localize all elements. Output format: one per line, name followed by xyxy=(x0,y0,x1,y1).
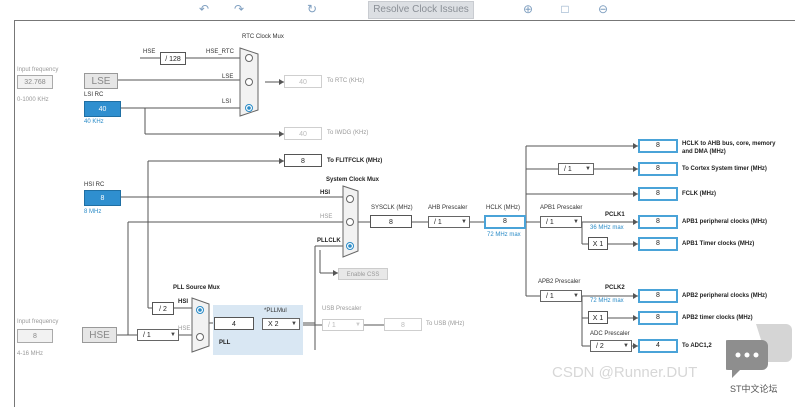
hclk-max: 72 MHz max xyxy=(487,232,521,238)
apb2-max: 72 MHz max xyxy=(590,298,624,304)
sysclk-label: SYSCLK (MHz) xyxy=(371,205,413,211)
resolve-clock-issues-button[interactable]: Resolve Clock Issues xyxy=(368,1,474,19)
usb-prescaler-label: USB Prescaler xyxy=(322,306,362,312)
apb1-max: 36 MHz max xyxy=(590,225,624,231)
usb-output-label: To USB (MHz) xyxy=(426,321,465,327)
cortex-timer-divider-select[interactable]: / 1▼ xyxy=(558,163,594,175)
pll-area xyxy=(213,305,303,355)
apb2-prescaler-select[interactable]: / 1▼ xyxy=(540,290,582,302)
rtc-hse-label: HSE xyxy=(143,49,156,55)
hclk-ahb-output-label: HCLK to AHB bus, core, memory and DMA (M… xyxy=(682,141,776,155)
redo-icon[interactable]: ↷ xyxy=(233,2,245,16)
iwdg-value[interactable]: 40 xyxy=(284,127,322,140)
hsi-unit: 8 MHz xyxy=(84,209,102,215)
hclk-ahb-output[interactable]: 8 xyxy=(638,139,678,153)
apb1-timer-mul: X 1 xyxy=(588,237,608,250)
pll-label: PLL xyxy=(219,340,231,346)
cortex-timer-output[interactable]: 8 xyxy=(638,162,678,176)
sysclk-value[interactable]: 8 xyxy=(370,215,412,228)
iwdg-label: To IWDG (KHz) xyxy=(327,130,369,136)
pll-source-mux-title: PLL Source Mux xyxy=(173,285,220,291)
apb1-prescaler-label: APB1 Prescaler xyxy=(540,205,583,211)
to-rtc-label: To RTC (KHz) xyxy=(327,78,365,84)
flitf-value[interactable]: 8 xyxy=(284,154,322,167)
adc-output-value[interactable]: 4 xyxy=(638,339,678,353)
pllmul-select[interactable]: X 2▼ xyxy=(262,318,300,330)
lsi-rc-value: 40 xyxy=(84,101,121,117)
apb2-peripheral-output-label: APB2 peripheral clocks (MHz) xyxy=(682,293,768,299)
pll-value[interactable]: 4 xyxy=(214,317,254,330)
rtc-lsi-label: LSI xyxy=(222,99,232,105)
apb2-timer-output[interactable]: 8 xyxy=(638,311,678,325)
undo-icon[interactable]: ↶ xyxy=(198,2,210,16)
fclk-output-label: FCLK (MHz) xyxy=(682,191,716,197)
adc-output-label: To ADC1,2 xyxy=(682,343,712,349)
sysmux-hse-label: HSE xyxy=(320,214,333,220)
pllmul-title: *PLLMul xyxy=(264,308,287,314)
apb1-timer-output[interactable]: 8 xyxy=(638,237,678,251)
hse-rtc-label: HSE_RTC xyxy=(206,49,234,55)
sysmux-pllclk-label: PLLCLK xyxy=(317,238,341,244)
zoom-out-icon[interactable]: ⊖ xyxy=(597,2,609,16)
rtc-mux-title: RTC Clock Mux xyxy=(242,34,284,40)
apb1-peripheral-output[interactable]: 8 xyxy=(638,215,678,229)
apb1-timer-output-label: APB1 Timer clocks (MHz) xyxy=(682,241,755,247)
apb2-peripheral-output[interactable]: 8 xyxy=(638,289,678,303)
chat-label: ST中文论坛 xyxy=(730,384,778,394)
usb-value[interactable]: 8 xyxy=(384,318,422,331)
sysmux-hsi-label: HSI xyxy=(320,190,331,196)
apb2-prescaler-label: APB2 Prescaler xyxy=(538,279,581,285)
lsi-rc-title: LSI RC xyxy=(84,92,104,98)
pclk1-label: PCLK1 xyxy=(605,212,625,218)
refresh-icon[interactable]: ↻ xyxy=(306,2,318,16)
hse-divider-select[interactable]: / 1▼ xyxy=(137,329,179,341)
pclk2-label: PCLK2 xyxy=(605,285,625,291)
toolbar: ↶ ↷ ↻ Resolve Clock Issues ⊕ □ ⊖ xyxy=(0,0,806,20)
chat-bubble-icon xyxy=(726,324,792,378)
adc-prescaler-select[interactable]: / 2▼ xyxy=(590,340,632,352)
rtc-lse-label: LSE xyxy=(222,74,234,80)
fit-icon[interactable]: □ xyxy=(561,2,569,16)
apb1-prescaler-select[interactable]: / 1▼ xyxy=(540,216,582,228)
watermark: CSDN @Runner.DUT xyxy=(552,364,698,381)
to-rtc-value[interactable]: 40 xyxy=(284,75,322,88)
hse-input-freq-field[interactable]: 8 xyxy=(17,329,53,343)
chat-widget[interactable]: ST中文论坛 xyxy=(726,322,796,394)
flitf-label: To FLITFCLK (MHz) xyxy=(327,158,383,164)
hse-input-freq-label: Input frequency xyxy=(17,319,59,325)
apb1-peripheral-output-label: APB1 peripheral clocks (MHz) xyxy=(682,219,768,225)
hclk-label: HCLK (MHz) xyxy=(486,205,520,211)
lse-oscillator[interactable]: LSE xyxy=(84,73,118,89)
ahb-prescaler-label: AHB Prescaler xyxy=(428,205,468,211)
clock-diagram-canvas xyxy=(14,20,795,407)
hclk-value[interactable]: 8 xyxy=(484,215,526,229)
hsi-div2-box: / 2 xyxy=(152,302,174,315)
apb2-timer-mul: X 1 xyxy=(588,311,608,324)
div128-box: / 128 xyxy=(160,52,186,65)
lsi-unit: 40 KHz xyxy=(84,119,104,125)
enable-css-button[interactable]: Enable CSS xyxy=(338,268,388,280)
hsi-rc-value: 8 xyxy=(84,190,121,206)
pllsrc-hsi-label: HSI xyxy=(178,299,189,305)
apb2-timer-output-label: APB2 timer clocks (MHz) xyxy=(682,315,753,321)
hsi-rc-title: HSI RC xyxy=(84,182,105,188)
hse-range: 4-16 MHz xyxy=(17,351,44,357)
lse-range: 0-1000 KHz xyxy=(17,97,49,103)
pllsrc-hse-label: HSE xyxy=(178,326,191,332)
ahb-prescaler-select[interactable]: / 1▼ xyxy=(428,216,470,228)
zoom-in-icon[interactable]: ⊕ xyxy=(522,2,534,16)
system-clock-mux-title: System Clock Mux xyxy=(326,177,380,183)
usb-prescaler-select[interactable]: / 1▼ xyxy=(322,319,364,331)
hse-oscillator[interactable]: HSE xyxy=(82,327,117,343)
lse-input-freq-label: Input frequency xyxy=(17,67,59,73)
cortex-timer-output-label: To Cortex System timer (MHz) xyxy=(682,166,767,172)
fclk-output[interactable]: 8 xyxy=(638,187,678,201)
lse-input-freq-field[interactable]: 32.768 xyxy=(17,75,53,89)
adc-prescaler-label: ADC Prescaler xyxy=(590,331,630,337)
